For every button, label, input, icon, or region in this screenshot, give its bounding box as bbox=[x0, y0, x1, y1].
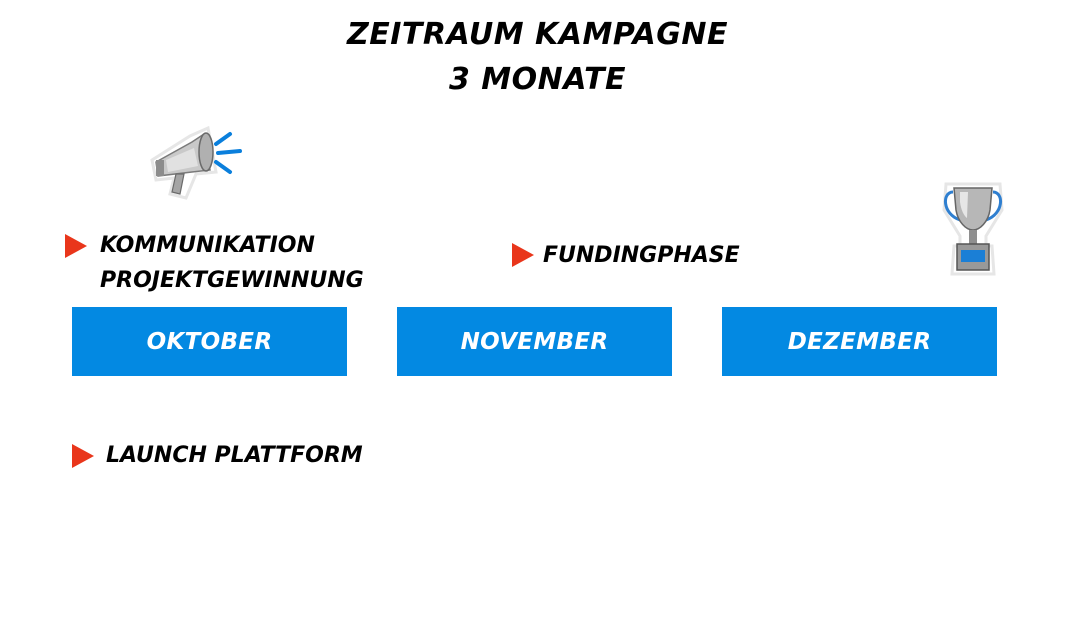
arrow-marker-icon bbox=[65, 234, 87, 258]
page-title: ZEITRAUM KAMPAGNE bbox=[347, 17, 728, 52]
trophy-icon bbox=[940, 180, 1006, 282]
month-box-dezember: DEZEMBER bbox=[722, 307, 997, 376]
month-box-oktober: OKTOBER bbox=[72, 307, 347, 376]
marker-kommunikation-label: KOMMUNIKATION bbox=[100, 233, 315, 258]
month-label: OKTOBER bbox=[146, 328, 273, 355]
month-box-november: NOVEMBER bbox=[397, 307, 672, 376]
month-label: NOVEMBER bbox=[460, 328, 609, 355]
marker-funding-label: FUNDINGPHASE bbox=[543, 243, 740, 268]
marker-launch-label: LAUNCH PLATTFORM bbox=[106, 443, 363, 468]
month-label: DEZEMBER bbox=[787, 328, 932, 355]
arrow-marker-icon bbox=[72, 444, 94, 468]
megaphone-icon bbox=[146, 122, 246, 206]
marker-projektgewinnung-label: PROJEKTGEWINNUNG bbox=[100, 268, 364, 293]
arrow-marker-icon bbox=[512, 243, 534, 267]
page-subtitle: 3 MONATE bbox=[448, 62, 627, 97]
